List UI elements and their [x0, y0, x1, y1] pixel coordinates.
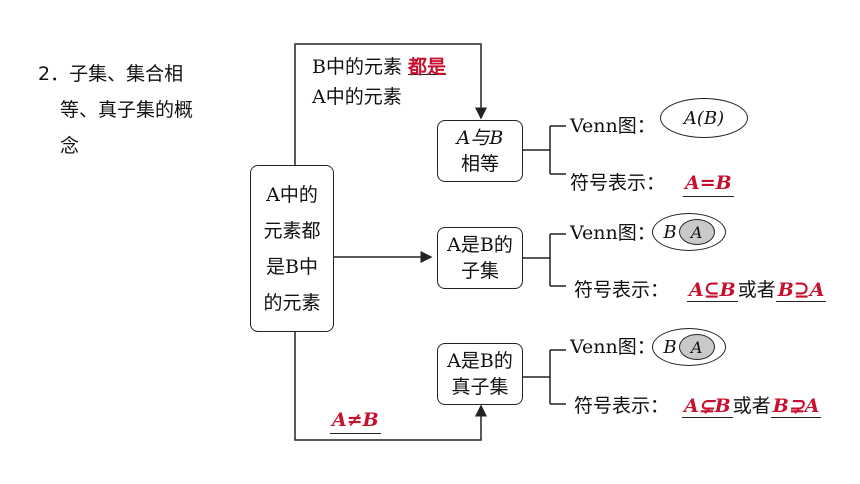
top-edge-line	[294, 43, 487, 165]
node3-answer: A⊊B	[682, 395, 733, 418]
venn-subset-inner: A	[678, 219, 715, 245]
node2-symbol-label: 符号表示：	[574, 279, 670, 301]
heading-line1: 子集、集合相	[69, 63, 184, 85]
center-line3: 是B中	[266, 255, 318, 278]
node3-symbol-label: 符号表示：	[574, 395, 670, 417]
node-subset: A是B的 子集	[437, 227, 523, 289]
node3-answer2: B⊋A	[770, 395, 822, 418]
center-box: A中的 元素都 是B中 的元素	[250, 165, 334, 332]
node2-answer2: B⊇A	[775, 279, 827, 302]
node1-symbol-label: 符号表示：	[570, 172, 666, 194]
heading-number: 2．	[38, 63, 70, 85]
venn-equal: A(B)	[660, 98, 748, 138]
node3-line2: 真子集	[451, 376, 509, 398]
venn-proper-outer: B	[663, 336, 677, 358]
center-line4: 的元素	[263, 291, 321, 314]
heading-line3: 念	[60, 135, 80, 157]
center-line2: 元素都	[263, 219, 321, 242]
node1-line1: A与B	[456, 127, 504, 149]
node-proper-subset: A是B的 真子集	[437, 343, 523, 405]
venn-equal-text: A(B)	[683, 107, 725, 129]
bracket-1	[523, 125, 566, 175]
top-edge-line1: B中的元素	[312, 56, 402, 78]
venn-subset: B A	[652, 213, 726, 251]
node3-venn-label: Venn图：	[570, 336, 656, 358]
top-edge-line2: A中的元素	[312, 86, 402, 108]
venn-proper-inner: A	[678, 334, 715, 360]
node1-line2: 相等	[460, 153, 499, 175]
node2-venn-label: Venn图：	[570, 222, 656, 244]
node3-line1: A是B的	[447, 350, 513, 372]
node2-line1: A是B的	[447, 234, 513, 256]
top-edge-highlight: 都是	[408, 56, 447, 78]
node-equal: A与B 相等	[437, 120, 523, 182]
bottom-edge-line	[294, 332, 487, 441]
bracket-3	[523, 349, 566, 405]
heading-line2: 等、真子集的概	[60, 99, 194, 121]
bottom-edge-label: A≠B	[330, 407, 381, 434]
venn-subset-outer: B	[663, 221, 677, 243]
bracket-2	[523, 233, 566, 287]
node2-answer: A⊆B	[687, 279, 738, 302]
node1-venn-label: Venn图：	[570, 115, 656, 137]
section-heading: 2．子集、集合相 等、真子集的概 念	[38, 56, 228, 164]
node2-line2: 子集	[460, 260, 499, 282]
top-edge-label: B中的元素 都是	[312, 54, 446, 80]
venn-proper-subset: B A	[652, 328, 726, 366]
node1-answer: A=B	[683, 170, 734, 197]
node2-connector: 或者	[737, 279, 776, 301]
node3-connector: 或者	[732, 395, 771, 417]
center-line1: A中的	[266, 183, 318, 206]
